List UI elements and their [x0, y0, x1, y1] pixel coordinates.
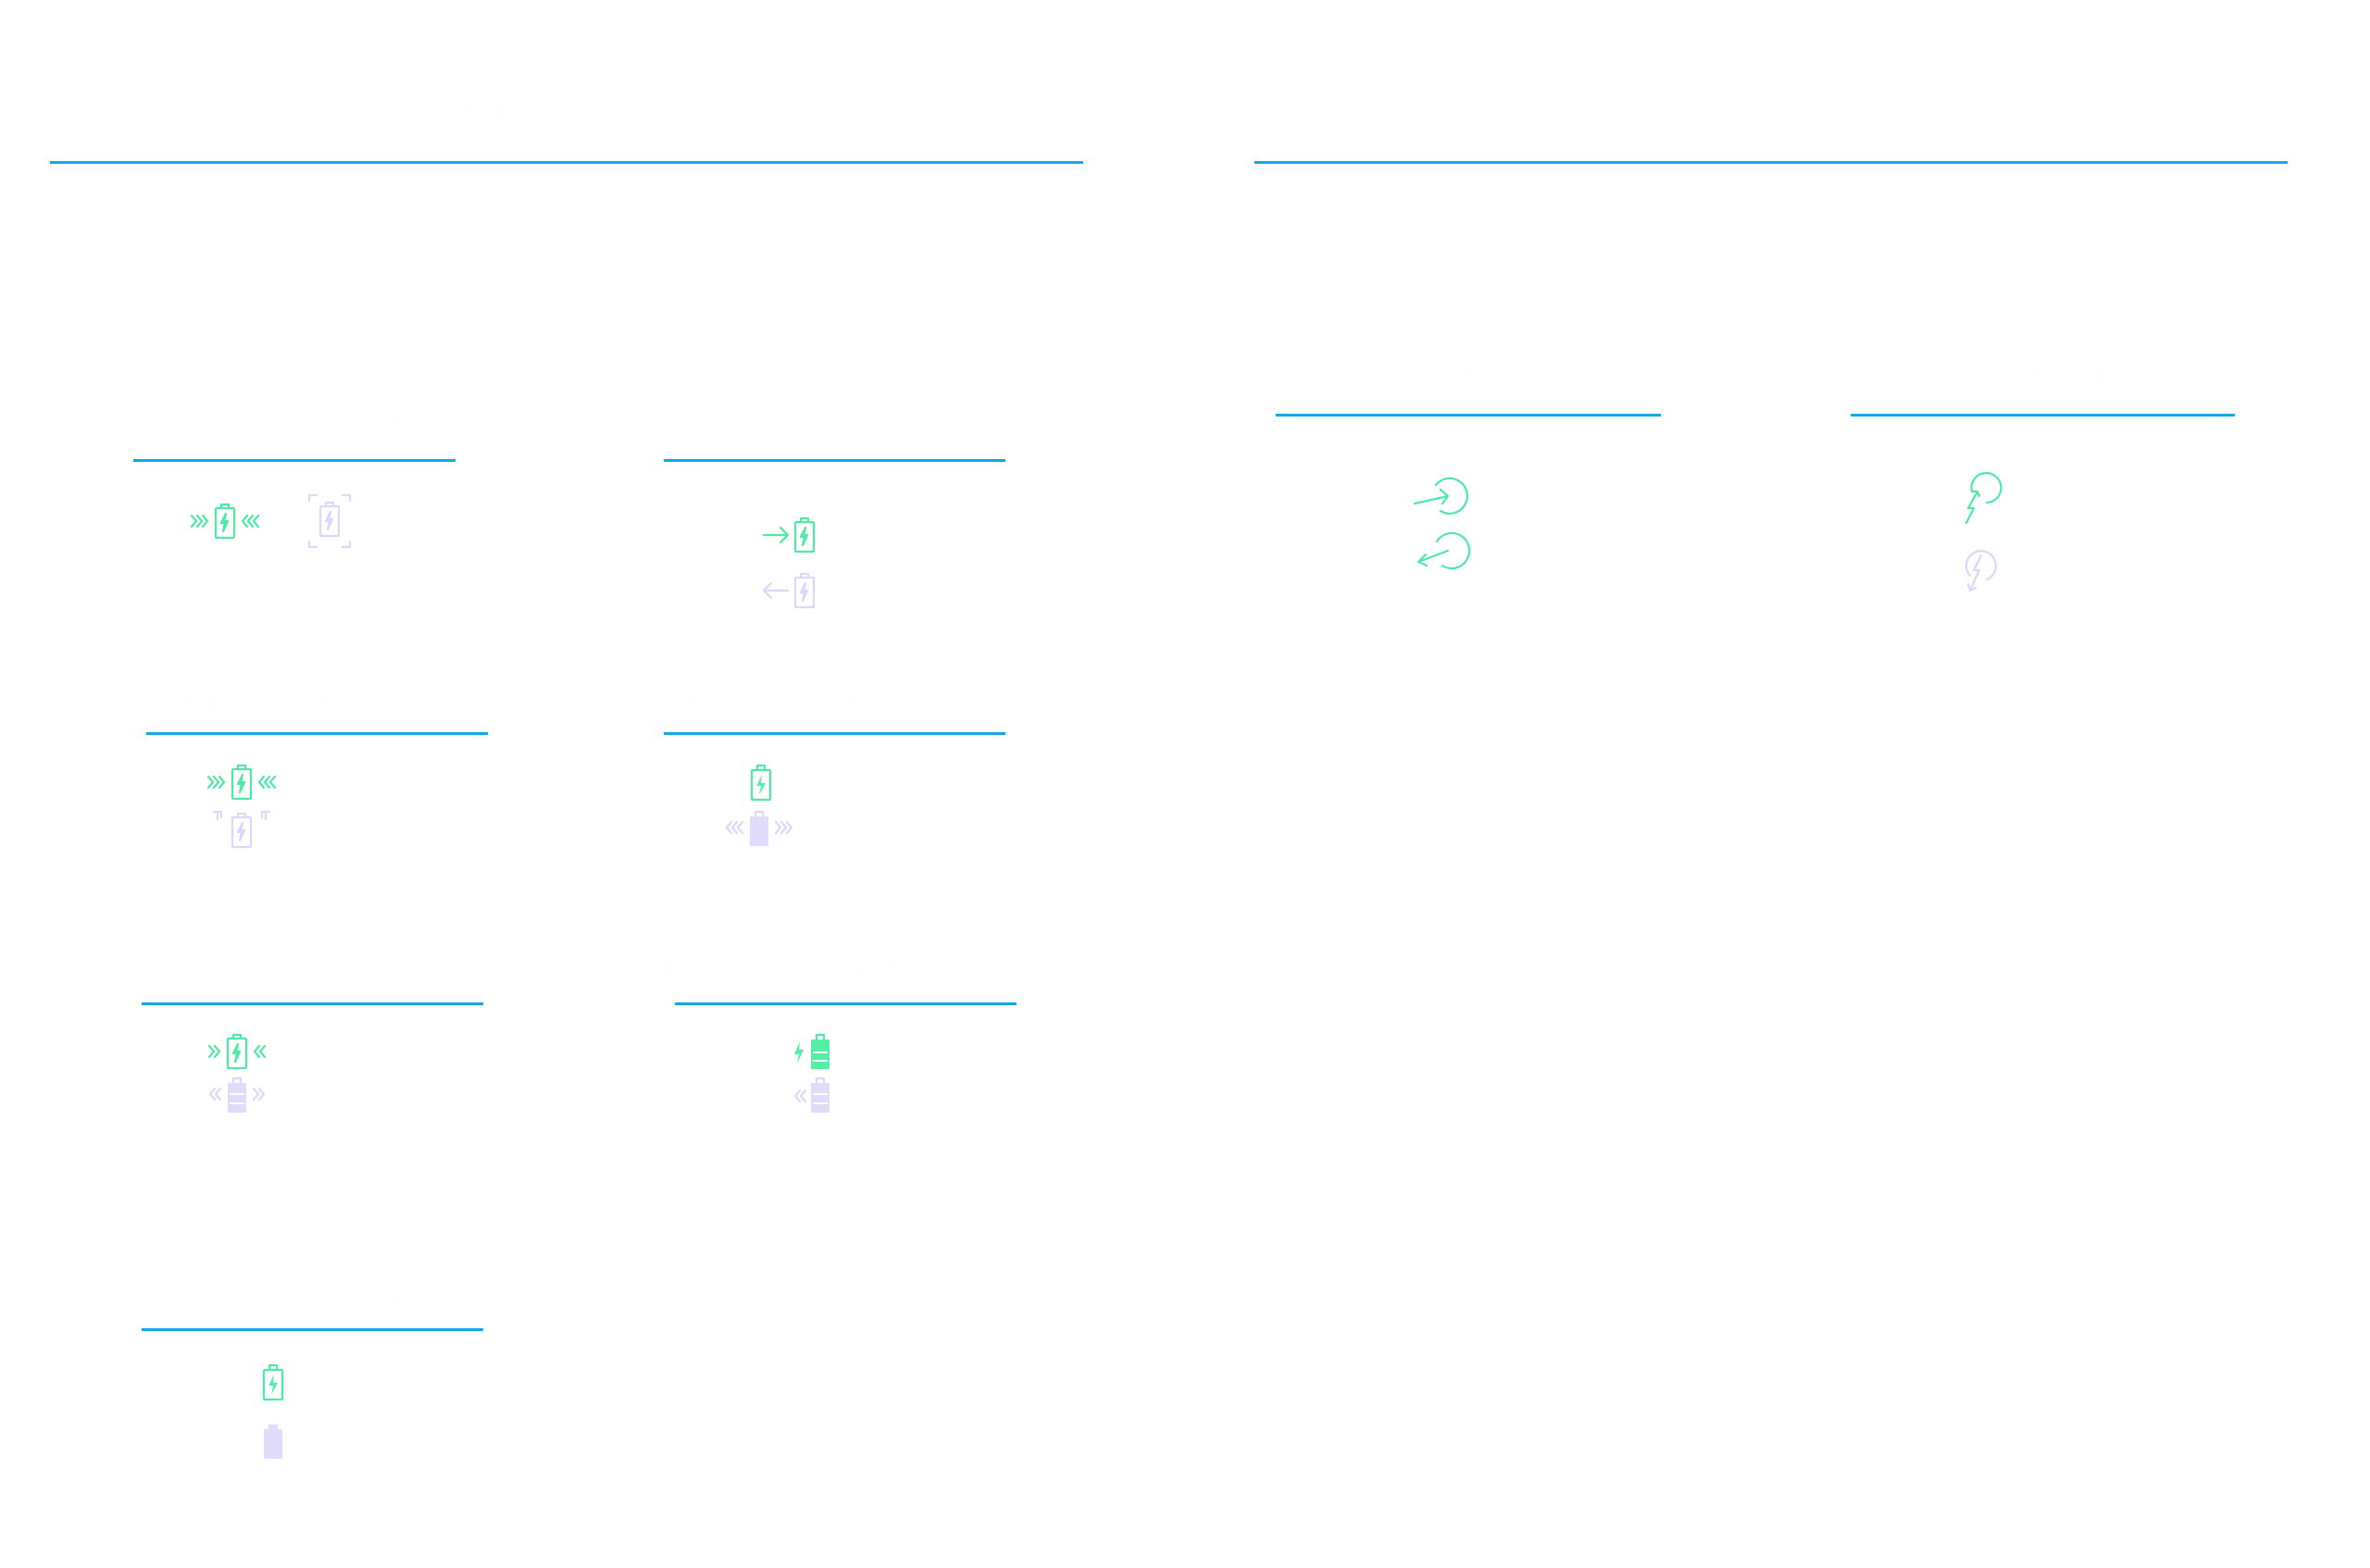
battery-charging-arrows-in-icon	[207, 1033, 267, 1070]
battery-corners-icon	[307, 493, 352, 549]
version-3-title: Icons version 3	[137, 678, 407, 719]
battery-charging-icon	[262, 1363, 284, 1401]
version-5-divider	[142, 1002, 483, 1005]
left-section-divider	[50, 161, 1083, 164]
version-8-title: Icons version 8	[133, 1275, 404, 1315]
battery-charging-icon	[750, 764, 772, 802]
arrow-out-of-battery-icon	[762, 572, 816, 609]
version-9-divider	[1276, 414, 1661, 417]
version-4-title: Icons version 4	[657, 678, 928, 719]
left-section-title: Icons versions - With battery	[52, 86, 737, 140]
version-10-divider	[1851, 414, 2235, 417]
version-1-title: Icons version 1	[133, 405, 404, 446]
version-2-title: Icons version 2	[657, 405, 928, 446]
battery-charging-arrows-in-icon	[190, 503, 260, 540]
arrow-into-circle-icon	[1413, 477, 1468, 515]
battery-charging-arrows-in-icon	[206, 764, 277, 801]
version-9-title: Icons version 9	[1276, 350, 1546, 391]
version-6-title: Icons version 6	[668, 949, 939, 989]
version-5-title: Icons version 5	[133, 949, 404, 989]
battery-full-bolt-icon	[794, 1033, 830, 1069]
right-section-divider	[1254, 161, 2288, 164]
version-4-divider	[664, 732, 1005, 735]
battery-full-icon	[264, 1425, 282, 1459]
arrow-into-battery-icon	[762, 516, 816, 554]
battery-full-arrows-out-icon	[725, 810, 793, 846]
bolt-into-circle-icon	[1965, 471, 2002, 525]
version-2-divider	[664, 459, 1005, 462]
version-6-divider	[675, 1002, 1017, 1005]
version-8-divider	[142, 1328, 483, 1331]
battery-levels-arrow-out-icon	[793, 1076, 830, 1113]
right-section-title: Icons versions - Without battery	[1276, 86, 2039, 140]
arrow-out-of-circle-icon	[1416, 531, 1471, 570]
version-1-divider	[133, 459, 455, 462]
version-3-divider	[146, 732, 488, 735]
battery-antennas-icon	[212, 810, 271, 849]
bolt-out-of-circle-icon	[1965, 550, 1997, 592]
battery-levels-arrows-out-icon	[208, 1076, 266, 1113]
version-10-title: Icons version 10	[1842, 350, 2133, 391]
